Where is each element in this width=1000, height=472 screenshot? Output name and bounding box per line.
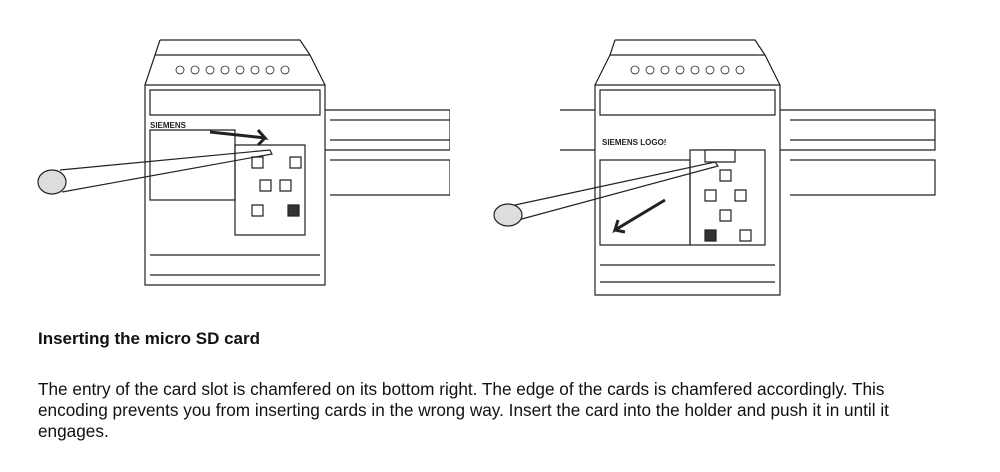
device-logo-text: SIEMENS <box>150 121 187 130</box>
device-logo-text: SIEMENS LOGO! <box>602 138 666 147</box>
insert-arrow <box>210 130 265 145</box>
plc-module: SIEMENS <box>145 40 325 285</box>
illustration-insert-card: SIEMENS <box>30 20 450 300</box>
section-body: The entry of the card slot is chamfered … <box>38 379 889 441</box>
section-heading: Inserting the micro SD card <box>38 329 260 348</box>
remove-arrow <box>615 200 665 232</box>
screwdriver <box>494 162 718 226</box>
screwdriver <box>38 150 272 194</box>
illustration-remove-card: SIEMENS LOGO! <box>490 20 940 300</box>
plc-module: SIEMENS LOGO! <box>595 40 780 295</box>
